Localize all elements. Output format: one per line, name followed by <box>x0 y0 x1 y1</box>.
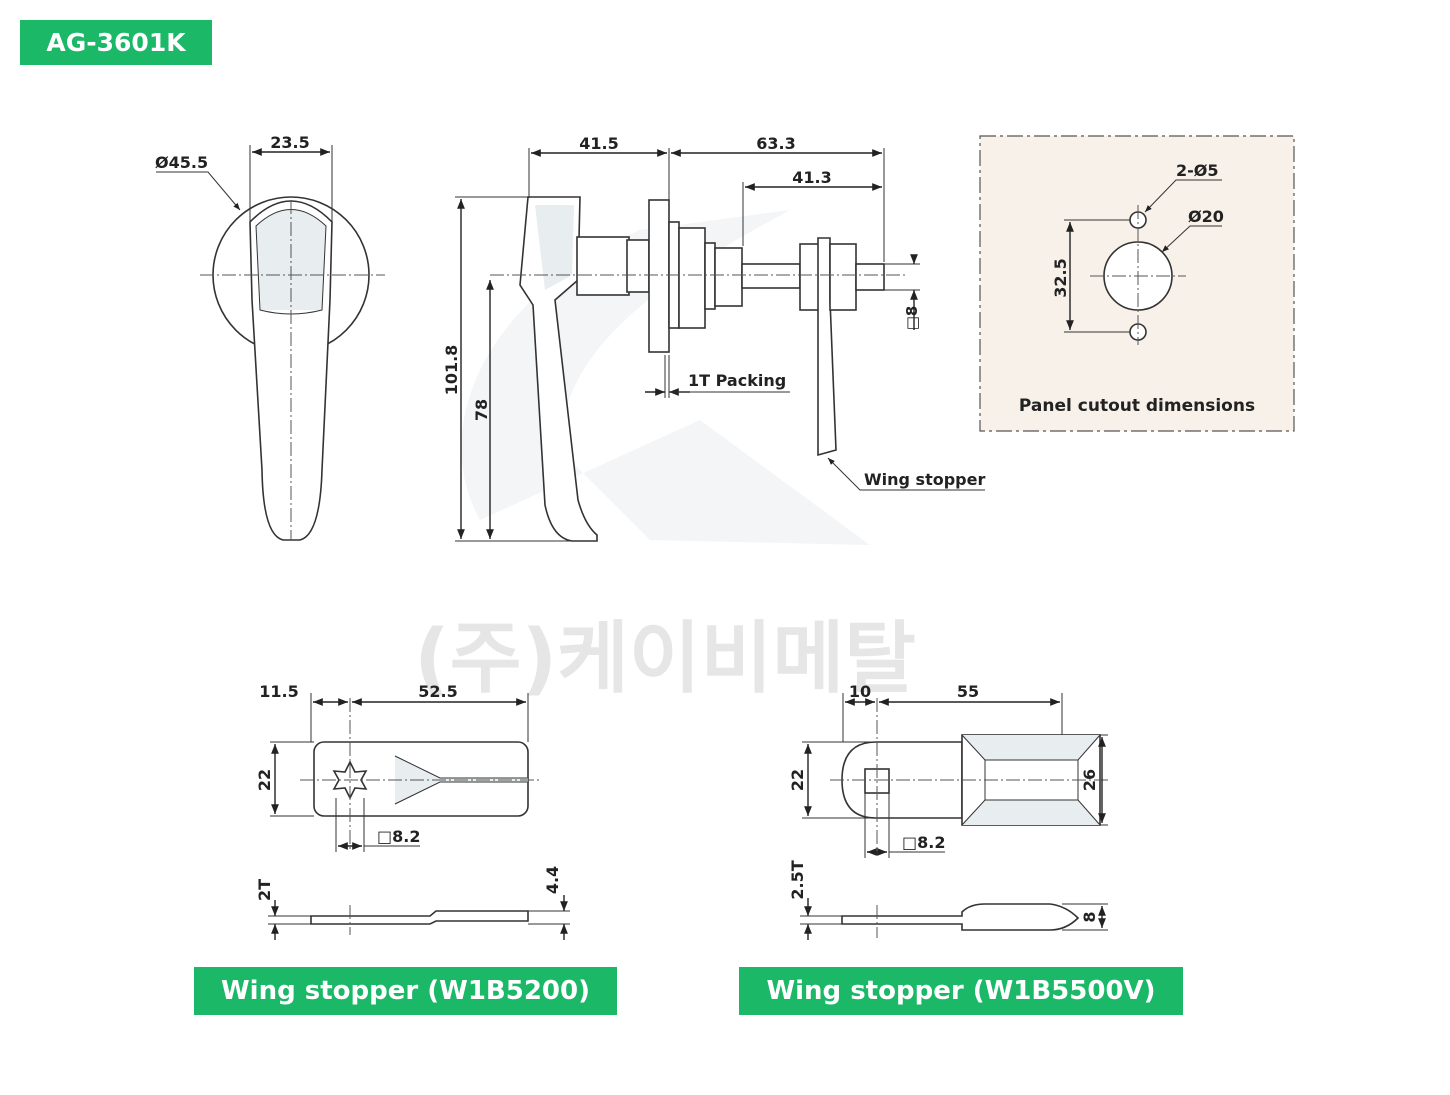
side-dim-3: 41.3 <box>792 168 831 187</box>
wing-stopper-2: 10 55 22 26 □8.2 2.5T 8 <box>788 682 1110 940</box>
ws1-width: 22 <box>255 769 274 791</box>
panel-title: Panel cutout dimensions <box>1019 396 1255 416</box>
panel-center: Ø20 <box>1188 207 1224 226</box>
ws1-thick: 2T <box>255 879 274 901</box>
ws1-d1: 11.5 <box>259 682 298 701</box>
panel-holes: 2-Ø5 <box>1176 161 1219 180</box>
ws2-thick: 2.5T <box>788 860 807 899</box>
front-dia-label: Ø45.5 <box>155 153 208 172</box>
side-height-total: 101.8 <box>442 345 461 396</box>
ws2-width: 22 <box>788 769 807 791</box>
side-height-handle: 78 <box>472 399 491 421</box>
ws2-height: 8 <box>1080 911 1099 922</box>
model-badge: AG-3601K <box>20 20 212 65</box>
wing-stopper-1: 11.5 52.5 22 □8.2 2T 4.4 <box>255 682 570 940</box>
front-width-label: 23.5 <box>270 133 309 152</box>
side-dim-2: 63.3 <box>756 134 795 153</box>
ws1-square: □8.2 <box>377 827 420 846</box>
side-dim-1: 41.5 <box>579 134 618 153</box>
ws2-d2: 55 <box>957 682 979 701</box>
side-view: 41.5 63.3 41.3 101.8 78 □8 1T Packing Wi… <box>442 134 985 542</box>
wing-stopper-label: Wing stopper <box>864 470 985 489</box>
ws2-square: □8.2 <box>902 833 945 852</box>
ws1-d2: 52.5 <box>418 682 457 701</box>
caption-w1b5200: Wing stopper (W1B5200) <box>194 967 617 1015</box>
ws1-height: 4.4 <box>543 866 562 894</box>
packing-label: 1T Packing <box>688 371 786 390</box>
ws2-d1: 10 <box>849 682 871 701</box>
side-square: □8 <box>903 306 921 331</box>
front-view: 23.5 Ø45.5 <box>155 133 385 541</box>
ws2-width2: 26 <box>1080 769 1099 791</box>
panel-pitch: 32.5 <box>1051 258 1070 297</box>
watermark-text: (주)케이비메탈 <box>414 614 916 704</box>
panel-cutout: 32.5 2-Ø5 Ø20 Panel cutout dimensions <box>979 135 1295 432</box>
caption-w1b5500v: Wing stopper (W1B5500V) <box>739 967 1183 1015</box>
